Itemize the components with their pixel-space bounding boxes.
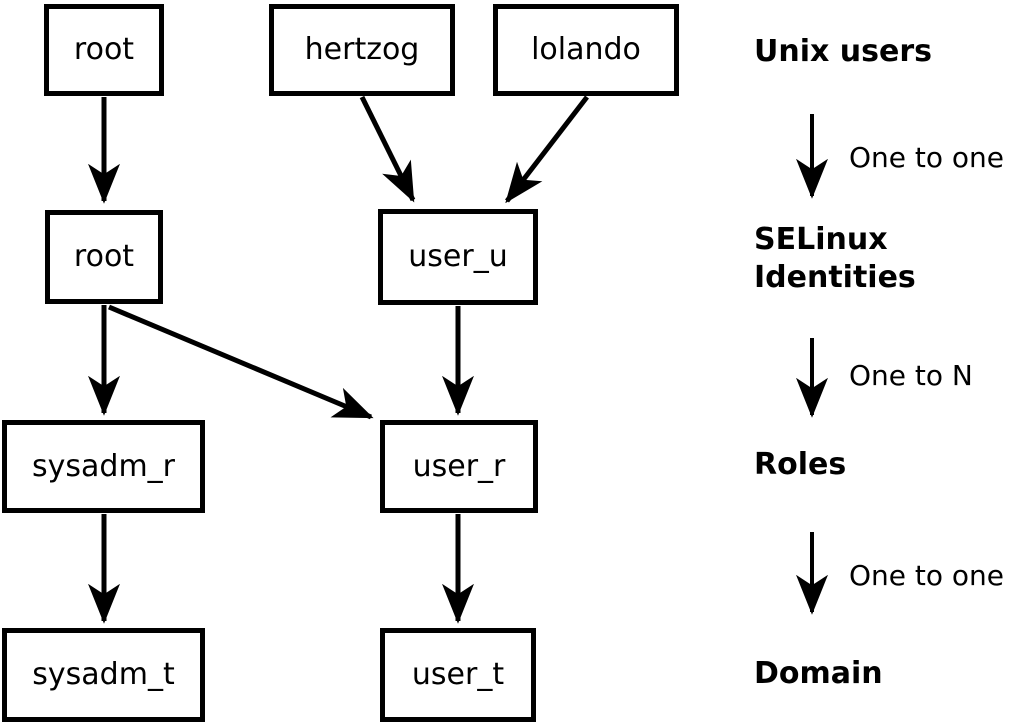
legend-relation-one-to-one-second: One to one	[849, 559, 1005, 592]
node-label: sysadm_r	[32, 448, 175, 484]
node-label: root	[73, 239, 135, 274]
legend-heading-selinux-identities: SELinux Identities	[754, 221, 916, 297]
node-user-r-role: user_r	[380, 420, 538, 513]
node-label: user_t	[411, 657, 505, 692]
legend-heading-roles: Roles	[754, 447, 847, 482]
node-label: root	[73, 32, 135, 67]
node-user-t-domain: user_t	[380, 628, 536, 722]
legend-relation-one-to-n: One to N	[849, 359, 973, 392]
node-root-selinux-identity: root	[45, 210, 163, 304]
node-sysadm-r-role: sysadm_r	[2, 420, 205, 513]
node-lolando-unix-user: lolando	[493, 4, 679, 96]
node-root-unix-user: root	[44, 4, 164, 96]
arrow-root-selinux-to-user-r	[108, 304, 374, 420]
arrow-hertzog-to-user-u	[359, 95, 416, 203]
node-hertzog-unix-user: hertzog	[269, 4, 455, 96]
node-sysadm-t-domain: sysadm_t	[2, 628, 205, 722]
node-label: lolando	[531, 32, 641, 67]
legend-heading-unix-users: Unix users	[754, 34, 933, 69]
node-label: sysadm_t	[32, 657, 175, 692]
legend-heading-domain: Domain	[754, 656, 883, 691]
arrow-lolando-to-user-u	[505, 95, 589, 204]
legend-heading-line: Identities	[754, 260, 916, 295]
node-label: user_r	[412, 448, 506, 484]
node-label: hertzog	[304, 32, 420, 67]
node-label: user_u	[408, 239, 508, 274]
legend-heading-line: SELinux	[754, 222, 888, 257]
node-user-u-selinux-identity: user_u	[378, 209, 538, 305]
legend-relation-one-to-one-first: One to one	[849, 141, 1005, 174]
